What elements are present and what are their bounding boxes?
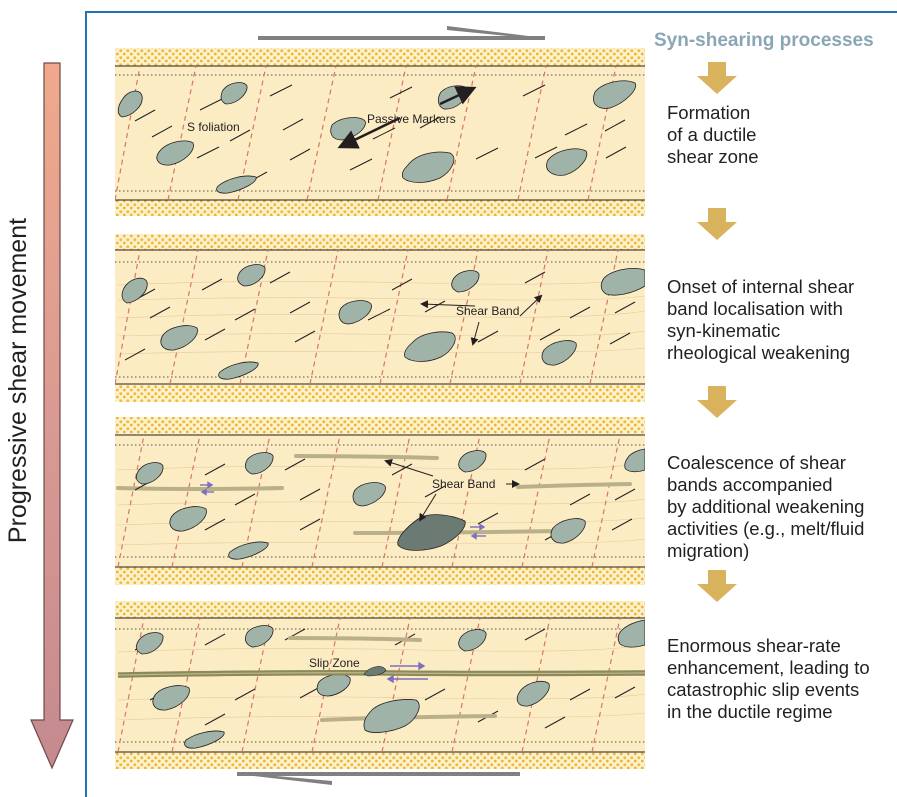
shear-band-label-2: Shear Band xyxy=(432,477,495,491)
panel-4 xyxy=(115,601,645,769)
passive-markers-label: Passive Markers xyxy=(367,112,456,126)
syn-shearing-title: Syn-shearing processes xyxy=(654,30,874,52)
s-foliation-label: S foliation xyxy=(187,120,240,134)
panel-2 xyxy=(115,234,645,402)
stage-4-text: Enormous shear-rate enhancement, leading… xyxy=(667,635,870,723)
stage-1-text: Formation of a ductile shear zone xyxy=(667,102,759,168)
top-shear-arrow xyxy=(258,26,545,38)
progressive-arrow xyxy=(31,63,73,768)
progressive-shear-label: Progressive shear movement xyxy=(5,217,34,542)
stage-2-text: Onset of internal shear band localisatio… xyxy=(667,276,854,364)
progressive-shear-label-wrap: Progressive shear movement xyxy=(4,140,34,620)
shear-band-label-1: Shear Band xyxy=(456,304,519,318)
slip-zone-label: Slip Zone xyxy=(309,656,360,670)
bottom-shear-arrow xyxy=(237,774,520,785)
stage-3-text: Coalescence of shear bands accompanied b… xyxy=(667,452,864,562)
panel-3 xyxy=(115,417,645,585)
